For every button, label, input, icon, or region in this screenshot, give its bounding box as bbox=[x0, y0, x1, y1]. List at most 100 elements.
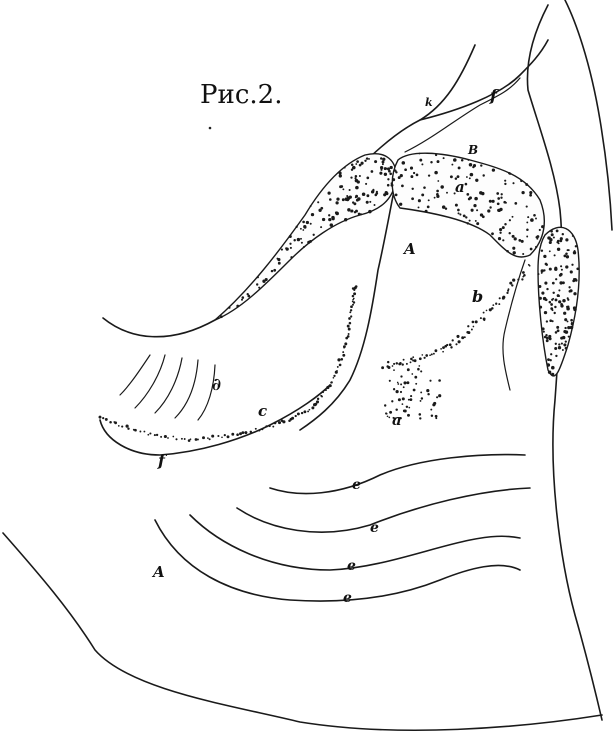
stipple-dot bbox=[568, 336, 570, 338]
stipple-dot bbox=[348, 317, 351, 320]
stipple-dot bbox=[417, 368, 420, 371]
stipple-dot bbox=[400, 375, 402, 377]
stipple-dot bbox=[403, 386, 405, 388]
stipple-dot bbox=[491, 232, 494, 235]
stipple-dot bbox=[483, 312, 485, 314]
stipple-dot bbox=[547, 358, 550, 361]
stipple-dot bbox=[514, 237, 517, 240]
stipple-dot bbox=[442, 346, 445, 349]
stipple-dot bbox=[554, 347, 557, 350]
stipple-dot bbox=[293, 239, 295, 241]
stipple-dot bbox=[458, 340, 461, 343]
stipple-dot bbox=[555, 331, 558, 334]
stipple-dot bbox=[347, 208, 350, 211]
stipple-dot bbox=[395, 194, 398, 197]
stipple-dot bbox=[450, 346, 452, 348]
stipple-dot bbox=[300, 228, 302, 230]
stipple-dot bbox=[541, 250, 543, 252]
outer-contour-right bbox=[565, 0, 612, 230]
stipple-dot bbox=[512, 216, 514, 218]
stipple-dot bbox=[258, 287, 260, 289]
stipple-dot bbox=[555, 355, 557, 357]
stipple-dot bbox=[385, 191, 388, 194]
stipple-dot bbox=[468, 198, 471, 201]
stipple-dot bbox=[535, 236, 537, 238]
stipple-dot bbox=[469, 177, 471, 179]
stipple-dot bbox=[425, 354, 428, 357]
stipple-dot bbox=[374, 204, 376, 206]
stipple-dot bbox=[420, 391, 422, 393]
stipple-dot bbox=[286, 248, 289, 251]
stipple-dot bbox=[398, 176, 401, 179]
stipple-dot bbox=[350, 305, 353, 308]
stipple-dot bbox=[387, 361, 389, 363]
stipple-dot bbox=[549, 268, 552, 271]
d-line-3 bbox=[155, 358, 182, 413]
stipple-dot bbox=[374, 194, 377, 197]
stipple-dot bbox=[437, 160, 440, 163]
stipple-dot bbox=[410, 167, 413, 170]
stipple-dot bbox=[411, 188, 413, 190]
stipple-dot bbox=[504, 183, 506, 185]
stipple-dot bbox=[329, 198, 332, 201]
stipple-dot bbox=[403, 381, 406, 384]
stipple-dot bbox=[541, 292, 544, 295]
stipple-dot bbox=[434, 171, 438, 175]
stipple-dot bbox=[573, 278, 575, 280]
stipple-dot bbox=[561, 269, 563, 271]
stipple-dot bbox=[400, 383, 402, 385]
stipple-dot bbox=[466, 176, 468, 178]
stipple-dot bbox=[257, 276, 259, 278]
stipple-dot bbox=[289, 243, 291, 245]
stipple-dot bbox=[467, 159, 469, 161]
stipple-dot bbox=[565, 238, 568, 241]
outer-contour-left bbox=[3, 533, 602, 730]
stipple-dot bbox=[408, 407, 410, 409]
stipple-dot bbox=[348, 328, 351, 331]
stipple-dot bbox=[397, 382, 399, 384]
stipple-dot bbox=[544, 282, 547, 285]
stipple-dot bbox=[543, 297, 546, 300]
stipple-dot bbox=[564, 318, 567, 321]
stipple-dot bbox=[349, 189, 351, 191]
stipple-dot bbox=[492, 168, 495, 171]
stipple-dot bbox=[302, 229, 304, 231]
stipple-dot bbox=[346, 195, 348, 197]
stipple-dot bbox=[436, 396, 438, 398]
stipple-dot bbox=[382, 163, 384, 165]
stipple-dot bbox=[461, 159, 464, 162]
stipple-dot bbox=[547, 363, 551, 367]
stipple-dot bbox=[550, 307, 553, 310]
stipple-dot bbox=[207, 437, 209, 439]
stipple-dot bbox=[421, 354, 423, 356]
stipple-dot bbox=[473, 204, 476, 207]
stipple-dot bbox=[344, 342, 347, 345]
stipple-dot bbox=[307, 241, 310, 244]
stipple-dot bbox=[242, 296, 245, 299]
stipple-dot bbox=[438, 379, 441, 382]
stipple-dot bbox=[347, 325, 350, 328]
stipple-dot bbox=[435, 154, 437, 156]
stipple-dot bbox=[489, 308, 492, 311]
stipple-dot bbox=[426, 389, 429, 392]
stipple-dot bbox=[337, 358, 340, 361]
stipple-dot bbox=[341, 358, 344, 361]
stipple-dot bbox=[368, 158, 370, 160]
stipple-dot bbox=[506, 250, 509, 253]
label-e4: e bbox=[343, 590, 352, 606]
stipple-dot bbox=[368, 210, 372, 214]
stipple-dot bbox=[529, 265, 531, 267]
stipple-dot bbox=[533, 214, 536, 217]
stipple-dot bbox=[566, 255, 569, 258]
stipple-dot bbox=[348, 333, 350, 335]
stipple-dot bbox=[408, 399, 410, 401]
stipple-dot bbox=[499, 297, 501, 299]
stipple-dot bbox=[102, 417, 104, 419]
stipple-dot bbox=[317, 201, 319, 203]
stipple-dot bbox=[457, 209, 460, 212]
stipple-dot bbox=[492, 304, 494, 306]
stipple-dot bbox=[355, 210, 358, 213]
stipple-dot bbox=[347, 335, 350, 338]
stipple-dot bbox=[513, 251, 516, 254]
stipple-dot bbox=[105, 418, 108, 421]
